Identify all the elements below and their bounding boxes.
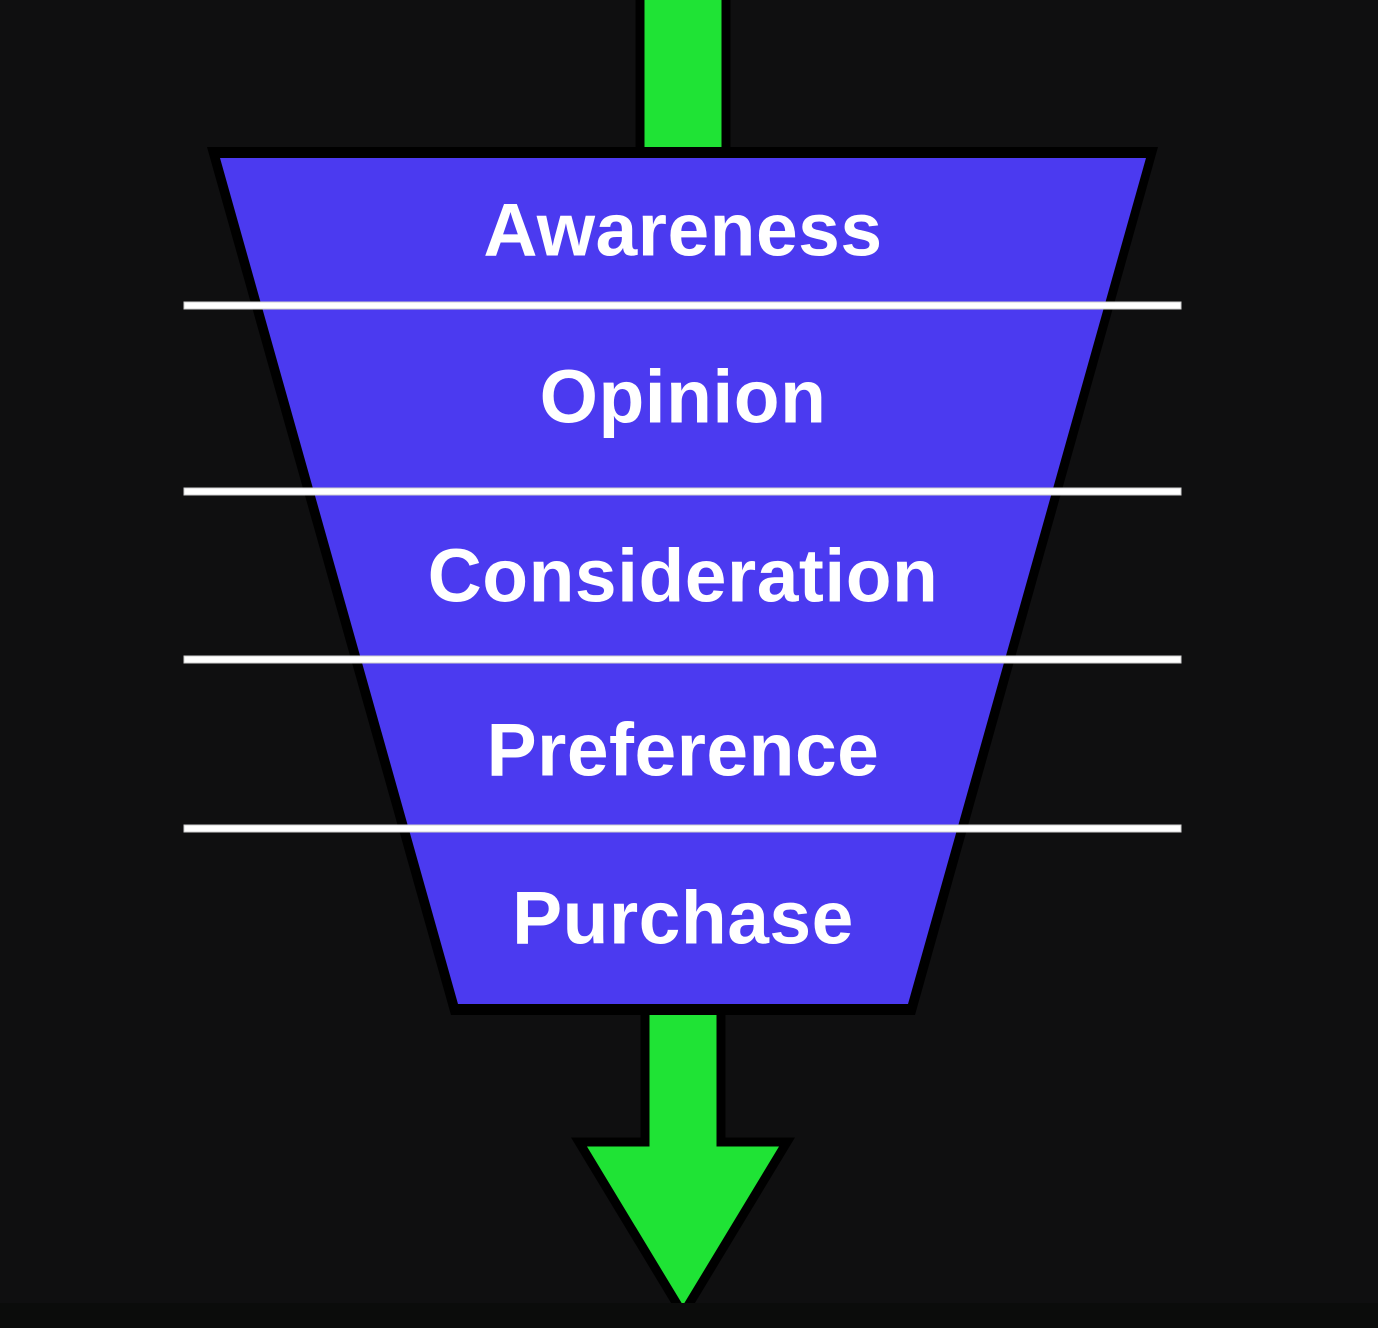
down-arrow-icon <box>571 995 795 1323</box>
stage-divider-line-4 <box>183 824 1182 833</box>
stage-label-consideration: Consideration <box>427 533 939 618</box>
stage-divider-line-2 <box>183 487 1182 496</box>
stage-label-awareness: Awareness <box>483 187 883 272</box>
stage-label-opinion: Opinion <box>539 354 827 439</box>
background-bottom-strip <box>0 1303 1378 1328</box>
top-arrow-shaft <box>635 0 731 165</box>
stage-divider-line-1 <box>183 301 1182 310</box>
stage-label-preference: Preference <box>486 707 880 792</box>
stage-label-purchase: Purchase <box>512 875 854 960</box>
stage-divider-line-3 <box>183 655 1182 664</box>
funnel-shape <box>220 158 1146 1004</box>
